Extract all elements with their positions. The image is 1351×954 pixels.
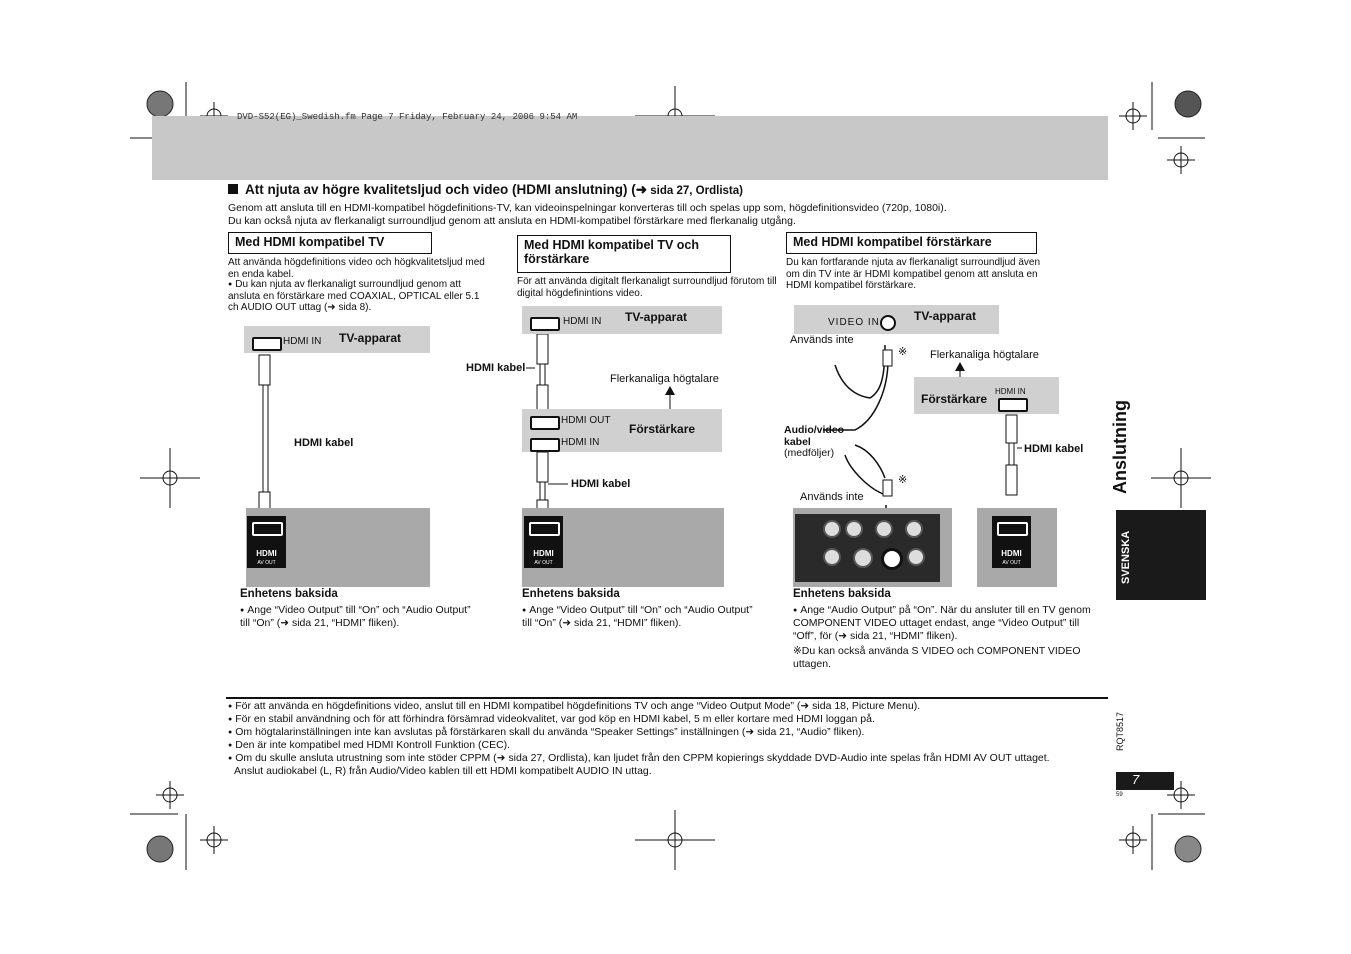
footer-note-2: För en stabil användning och för att för… — [228, 713, 875, 725]
hdmi-port-icon — [252, 337, 282, 351]
col3-unused-bottom: Används inte — [800, 491, 864, 503]
col2-cable-bottom: HDMI kabel — [571, 478, 631, 490]
section-tab-label: Anslutning — [1110, 400, 1130, 494]
col2-tv-label: TV-apparat — [625, 310, 688, 324]
asterisk-top: ※ — [898, 346, 908, 358]
intro-line-2: Du kan också njuta av flerkanaligt surro… — [228, 215, 796, 227]
col3-amp-label: Förstärkare — [921, 392, 988, 406]
sub-number: 59 — [1116, 792, 1123, 798]
hdmi-port-icon — [530, 438, 560, 452]
col3-av-cable-1: Audio/video — [784, 424, 845, 436]
page-number: 7 — [1116, 772, 1174, 790]
hdmi-logo: HDMI — [256, 549, 277, 558]
square-bullet-icon — [228, 184, 238, 194]
col2-amp-label: Förstärkare — [629, 422, 696, 436]
footer-note-4: Den är inte kompatibel med HDMI Kontroll… — [228, 739, 510, 751]
hdmi-port-icon — [530, 416, 560, 430]
header-band — [152, 116, 1108, 180]
footer-note-1: För att använda en högdefinitions video,… — [228, 700, 920, 712]
col1-desc1: Att använda högdefinitions video och hög… — [228, 257, 485, 280]
col3-av-cable-2: kabel — [784, 436, 811, 448]
col3-unit-label: Enhetens baksida — [793, 588, 891, 600]
col3-amp-port: HDMI IN — [995, 387, 1026, 396]
file-header: DVD-S52(EG)_Swedish.fm Page 7 Friday, Fe… — [237, 112, 578, 122]
col1-cable-label: HDMI kabel — [294, 437, 354, 449]
footer-note-5-cont: Anslut audiokabel (L, R) från Audio/Vide… — [234, 765, 652, 777]
rca-jack-icon — [880, 315, 896, 331]
col2-unit-label: Enhetens baksida — [522, 588, 620, 600]
rear-jacks-block — [795, 514, 940, 582]
av-out-label: AV OUT — [1002, 560, 1021, 566]
col2-amp-in: HDMI IN — [561, 437, 600, 448]
col2-amp-out: HDMI OUT — [561, 415, 611, 426]
col3-heading: Med HDMI kompatibel förstärkare — [786, 232, 1037, 254]
section-title: Att njuta av högre kvalitetsljud och vid… — [228, 182, 743, 198]
col2-cable-top: HDMI kabel — [466, 362, 526, 374]
col3-desc: Du kan fortfarande njuta av flerkanaligt… — [786, 257, 1041, 291]
col3-av-cable-3: (medföljer) — [784, 447, 835, 459]
col3-amp-panel — [914, 377, 1059, 414]
language-tab — [1116, 510, 1206, 600]
arrow-icon: ➜ — [635, 182, 648, 197]
col1-desc2: Du kan njuta av flerkanaligt surroundlju… — [228, 279, 490, 314]
color-wheels — [146, 90, 1202, 863]
col1-note: Ange “Video Output” till “On” och “Audio… — [240, 604, 480, 630]
col2-tv-port: HDMI IN — [563, 316, 602, 327]
hdmi-port-icon — [998, 398, 1028, 412]
col3-tv-panel — [794, 305, 999, 334]
hdmi-logo: HDMI — [1001, 549, 1022, 558]
col1-tv-port: HDMI IN — [283, 336, 322, 347]
col3-hdmi-cable: HDMI kabel — [1024, 443, 1084, 455]
doc-code: RQT8517 — [1115, 712, 1125, 752]
col2-speakers: Flerkanaliga högtalare — [610, 373, 719, 385]
hdmi-port-icon — [530, 317, 560, 331]
col3-tv-label: TV-apparat — [914, 309, 977, 323]
col2-desc: För att använda digitalt flerkanaligt su… — [517, 276, 777, 299]
hdmi-logo: HDMI — [533, 549, 554, 558]
col3-footnote: ※Du kan också använda S VIDEO och COMPON… — [793, 645, 1081, 670]
col1-heading: Med HDMI kompatibel TV — [228, 232, 432, 254]
col3-speakers: Flerkanaliga högtalare — [930, 349, 1039, 361]
col1-unit-label: Enhetens baksida — [240, 588, 338, 600]
col1-hdmi-socket: HDMI AV OUT — [247, 516, 286, 568]
col3-hdmi-socket: HDMI AV OUT — [992, 516, 1031, 568]
footer-note-5: Om du skulle ansluta utrustning som inte… — [228, 752, 1049, 764]
language-label: SVENSKA — [1120, 530, 1132, 585]
av-out-label: AV OUT — [534, 560, 553, 566]
col2-note: Ange “Video Output” till “On” och “Audio… — [522, 604, 762, 630]
title-ref: sida 27, Ordlista) — [647, 185, 743, 197]
footer-note-3: Om högtalarinställningen inte kan avslut… — [228, 726, 864, 738]
col2-heading: Med HDMI kompatibel TV och förstärkare — [517, 235, 731, 273]
col1-tv-label: TV-apparat — [339, 331, 402, 345]
title-text: Att njuta av högre kvalitetsljud och vid… — [245, 182, 636, 197]
intro-line-1: Genom att ansluta till en HDMI-kompatibe… — [228, 202, 947, 214]
col3-note: Ange “Audio Output” på “On”. När du ansl… — [793, 604, 1093, 643]
col3-unused-top: Används inte — [790, 334, 854, 346]
col3-tv-port: VIDEO IN — [828, 317, 880, 328]
col3-rear-panel — [793, 508, 952, 587]
col2-hdmi-socket: HDMI AV OUT — [524, 516, 563, 568]
asterisk-bottom: ※ — [898, 474, 908, 486]
av-out-label: AV OUT — [257, 560, 276, 566]
